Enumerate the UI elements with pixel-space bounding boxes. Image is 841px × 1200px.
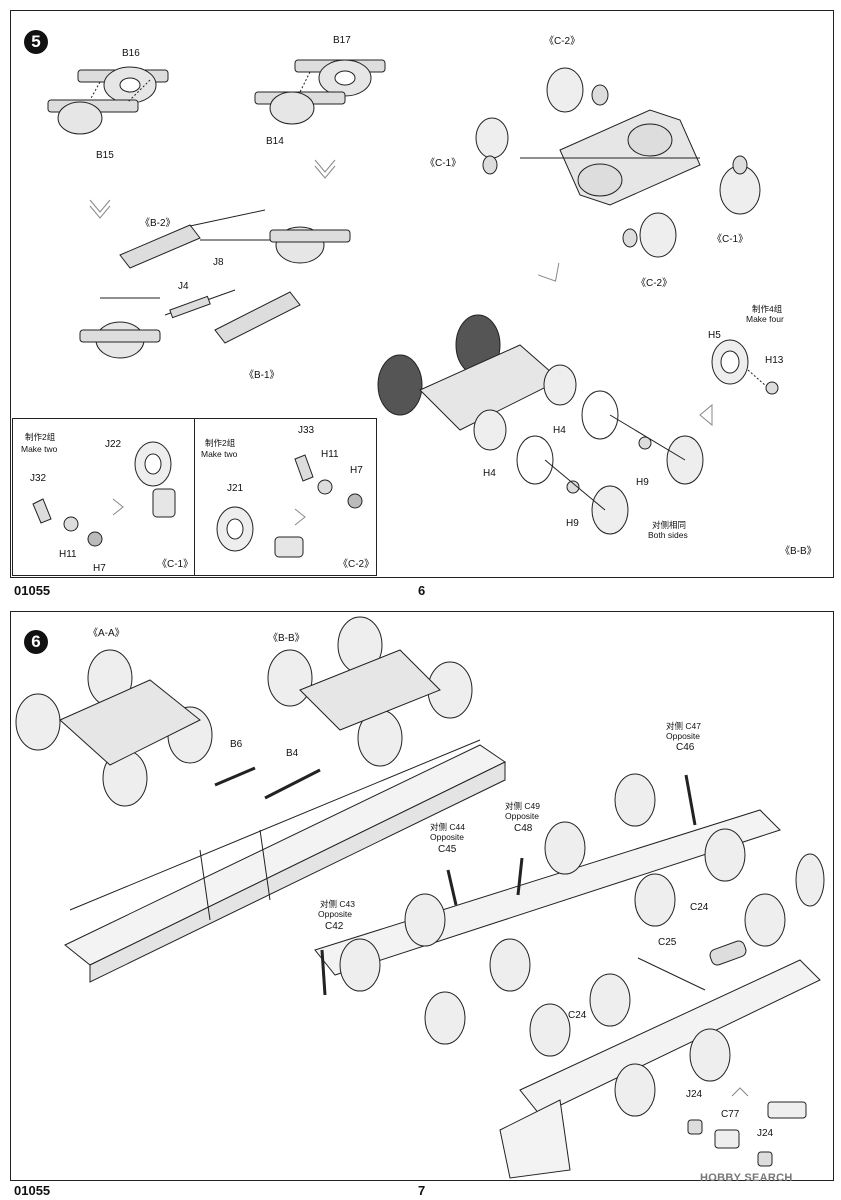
c1-make-two-cn: 制作2组 — [25, 432, 56, 442]
label-b6: B6 — [230, 739, 243, 750]
label-b14: B14 — [266, 136, 284, 147]
label-j8: J8 — [213, 257, 224, 268]
label-h4-b: H4 — [483, 468, 496, 479]
label-c48: C48 — [514, 823, 533, 834]
label-h9-a: H9 — [636, 477, 649, 488]
label-c44-cn: 对侧 C44 — [430, 822, 465, 832]
c1-label-h7: H7 — [93, 563, 106, 574]
label-c43-cn: 对侧 C43 — [320, 899, 355, 909]
page-7-frame — [10, 611, 834, 1181]
bb-assembly-drawing — [377, 314, 704, 535]
hatched-arrow-right — [537, 262, 560, 282]
label-c45: C45 — [438, 844, 457, 855]
label-j4: J4 — [178, 281, 189, 292]
hatched-arrow-mid — [314, 159, 336, 179]
c2-make-two: Make two — [201, 449, 238, 459]
c2-drawing — [216, 454, 363, 558]
label-c42: C42 — [325, 921, 344, 932]
label-make-four-cn: 制作4组 — [752, 304, 783, 314]
label-j24-a: J24 — [686, 1089, 703, 1100]
subassembly-box-c2: 制作2组 Make two J33 H11 H7 J21 《C-2》 — [194, 418, 377, 576]
label-c24-a: C24 — [690, 902, 709, 913]
subassembly-box-c1: 制作2组 Make two J22 J32 H11 H7 《C-1》 — [12, 418, 195, 576]
label-make-four: Make four — [746, 314, 784, 324]
c2-make-two-cn: 制作2组 — [205, 438, 236, 448]
c1-make-two: Make two — [21, 444, 58, 454]
label-c43-opp: Opposite — [318, 909, 353, 919]
axle-assembly-c1-c2-drawing — [475, 67, 761, 258]
label-h5: H5 — [708, 330, 721, 341]
label-c25: C25 — [658, 937, 677, 948]
page-number-bottom: 7 — [418, 1183, 426, 1198]
c2-label-h7: H7 — [350, 465, 363, 476]
label-bb-bottom: 《B-B》 — [268, 633, 305, 644]
label-c49-cn: 对侧 C49 — [505, 801, 540, 811]
chassis-bottom-drawing — [499, 853, 825, 1179]
c2-label-h11: H11 — [321, 449, 339, 460]
label-c1-left: 《C-1》 — [425, 158, 462, 169]
bb-assembly-bottom-drawing — [267, 616, 473, 767]
label-both-sides-cn: 对侧相同 — [652, 520, 687, 530]
label-c1-right: 《C-1》 — [712, 234, 749, 245]
label-b16: B16 — [122, 48, 140, 59]
product-code-top: 01055 — [14, 583, 51, 598]
label-h9-b: H9 — [566, 518, 579, 529]
label-c47-opp: Opposite — [666, 731, 701, 741]
label-c24-b: C24 — [568, 1010, 587, 1021]
c2-label: 《C-2》 — [338, 559, 375, 570]
label-c49-opp: Opposite — [505, 811, 540, 821]
label-c44-opp: Opposite — [430, 832, 465, 842]
page-6-frame — [10, 10, 834, 578]
product-code-bottom: 01055 — [14, 1183, 51, 1198]
label-aa: 《A-A》 — [88, 628, 125, 639]
aa-assembly-drawing — [15, 649, 213, 807]
c1-label-j22: J22 — [105, 439, 122, 450]
c2-label-j21: J21 — [227, 483, 244, 494]
c1-label-j32: J32 — [30, 473, 47, 484]
label-b15: B15 — [96, 150, 114, 161]
label-j24-b: J24 — [757, 1128, 774, 1139]
step-6-badge: 6 — [24, 630, 48, 654]
hatched-arrow-left — [89, 199, 111, 219]
c1-label-h11: H11 — [59, 549, 77, 560]
c1-drawing — [32, 441, 176, 547]
hatched-arrow-bb — [699, 403, 713, 427]
step-5-badge: 5 — [24, 30, 48, 54]
label-both-sides: Both sides — [648, 530, 688, 540]
label-b2: 《B-2》 — [140, 218, 176, 229]
axle-b17-b14-drawing — [254, 59, 386, 125]
label-h4-a: H4 — [553, 425, 566, 436]
label-b4: B4 — [286, 748, 299, 759]
label-c2-top: 《C-2》 — [544, 36, 581, 47]
c1-label: 《C-1》 — [157, 559, 194, 570]
label-c2-bottom: 《C-2》 — [636, 278, 673, 289]
label-b1: 《B-1》 — [244, 370, 280, 381]
chassis-middle-drawing — [314, 773, 781, 1045]
page-number-top: 6 — [418, 583, 426, 598]
label-c77: C77 — [721, 1109, 740, 1120]
axle-b16-b15-drawing — [47, 66, 169, 135]
label-h13: H13 — [765, 355, 784, 366]
label-bb: 《B-B》 — [780, 546, 817, 557]
label-c46: C46 — [676, 742, 695, 753]
chassis-frame-drawing — [64, 739, 506, 983]
watermark: HOBBY SEARCH — [700, 1172, 793, 1184]
c2-label-j33: J33 — [298, 425, 315, 436]
label-c47-cn: 对侧 C47 — [666, 721, 701, 731]
wheel-h5-drawing — [711, 339, 779, 395]
axle-assembly-b1-b2-drawing — [79, 209, 351, 359]
label-b17: B17 — [333, 35, 351, 46]
